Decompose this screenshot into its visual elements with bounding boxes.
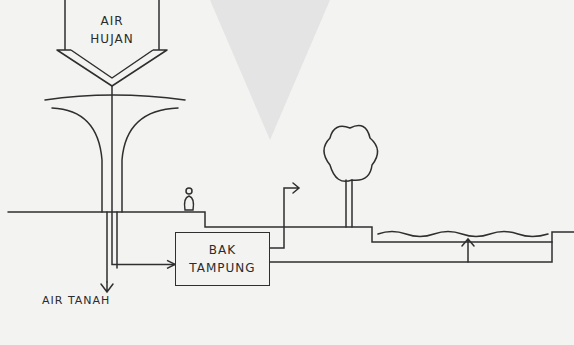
pipe bbox=[107, 212, 117, 282]
person-head bbox=[186, 188, 192, 194]
watermark-shape bbox=[210, 0, 330, 140]
funnel-left bbox=[52, 108, 102, 212]
node-text: AIR HUJAN bbox=[82, 12, 142, 48]
tree-crown bbox=[324, 126, 378, 182]
pond-water bbox=[378, 232, 548, 237]
tree-trunk bbox=[346, 180, 352, 227]
tank-box: BAK TAMPUNG bbox=[175, 232, 270, 286]
funnel-right bbox=[122, 108, 178, 212]
pond-inlet-arrow bbox=[462, 239, 474, 262]
ground-line bbox=[8, 212, 574, 242]
roof-line bbox=[45, 95, 185, 100]
rain-arrow: AIR HUJAN bbox=[57, 0, 167, 86]
node-text: BAK TAMPUNG bbox=[188, 241, 258, 277]
irrigation-pipe bbox=[270, 183, 299, 248]
pond-pipe bbox=[270, 242, 552, 262]
person-figure bbox=[185, 196, 194, 210]
sketch-label: AIR TANAH bbox=[42, 294, 110, 307]
groundwater-arrow bbox=[101, 282, 113, 292]
water-flow-connector bbox=[112, 86, 175, 264]
